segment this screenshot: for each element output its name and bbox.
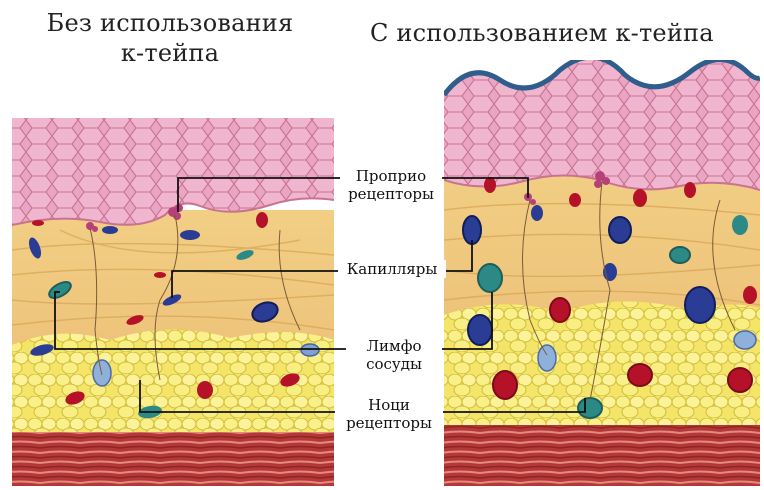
label-lymph-line2: сосуды	[347, 355, 441, 373]
muscle-layer-right	[444, 425, 760, 490]
muscle-layer	[12, 432, 334, 490]
label-capillaries: Капилляры	[338, 260, 446, 278]
label-proprioceptors-line1: Проприо	[341, 167, 441, 185]
label-lymph-vessels: Лимфо сосуды	[346, 337, 442, 373]
panel-with-tape	[444, 57, 760, 490]
label-proprioceptors-line2: рецепторы	[341, 185, 441, 203]
label-nociceptors: Ноци рецепторы	[335, 396, 443, 432]
label-noci-line2: рецепторы	[336, 414, 442, 432]
label-lymph-line1: Лимфо	[347, 337, 441, 355]
label-noci-line1: Ноци	[336, 396, 442, 414]
label-proprioceptors: Проприо рецепторы	[340, 167, 442, 203]
panel-without-tape	[12, 118, 334, 490]
